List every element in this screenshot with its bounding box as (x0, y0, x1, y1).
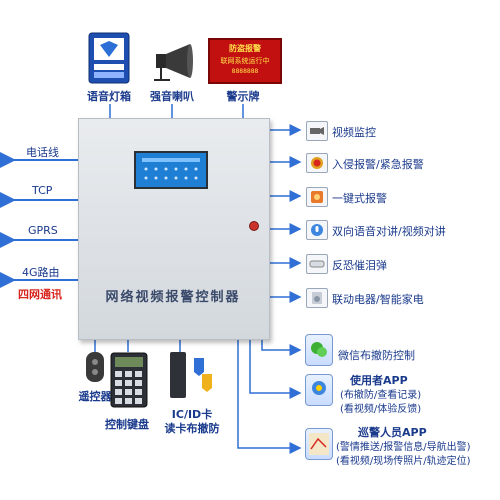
feature-onekey-box (306, 187, 328, 207)
warning-sign-line2: 联网系统运行中 (220, 57, 270, 65)
user-app-box (305, 374, 333, 406)
card-reader-label1: IC/ID卡 (171, 408, 213, 421)
output-4g-router: 4G路由 (22, 266, 60, 279)
output-tcp: TCP (32, 184, 53, 197)
warning-sign-line1: 防盗报警 (229, 44, 261, 53)
loudspeaker-icon (154, 44, 193, 81)
tear-gas-icon (309, 260, 325, 268)
app-user-line3: (看视频/体验反馈) (340, 404, 422, 415)
warning-sign-line3: 8888888 (231, 68, 259, 75)
app-wechat-control: 微信布撤防控制 (338, 349, 415, 362)
one-key-icon (311, 191, 323, 203)
feature-intercom-box (306, 220, 328, 240)
control-keypad (110, 352, 148, 408)
keypad-icon (110, 352, 148, 408)
controller-screen (134, 151, 208, 189)
wechat-app-box (305, 334, 333, 366)
card-reader-label2: 读卡布撤防 (164, 422, 220, 435)
loudspeaker (150, 40, 194, 84)
app-patrol-line2: (警情推送/报警信息/导航出警) (336, 442, 471, 453)
remote-control-icon (86, 352, 104, 382)
remote-control-label: 遥控器 (78, 390, 112, 403)
four-network-label: 四网通讯 (18, 288, 62, 301)
patrol-app-box (305, 428, 333, 460)
loudspeaker-label: 强音喇叭 (150, 90, 194, 103)
feature-two-way-intercom: 双向语音对讲/视频对讲 (332, 225, 446, 238)
feature-linked-appliances: 联动电器/智能家电 (332, 293, 424, 306)
appliance-icon (312, 292, 322, 304)
user-app-icon (312, 381, 326, 395)
feature-teargas-box (306, 254, 328, 274)
app-patrol-title: 巡警人员APP (358, 426, 427, 439)
voice-light-box-label: 语音灯箱 (87, 90, 131, 103)
alarm-button-icon (311, 157, 323, 169)
app-user-title: 使用者APP (350, 374, 408, 387)
screen-indicators (142, 158, 200, 180)
feature-tear-gas: 反恐催泪弹 (332, 259, 387, 272)
feature-video-monitoring: 视频监控 (332, 126, 376, 139)
voice-light-box-icon (88, 32, 130, 84)
card-reader (168, 350, 216, 402)
output-phone-line: 电话线 (26, 146, 59, 159)
app-user-line2: (布撤防/查看记录) (340, 390, 422, 401)
feature-appliance-box (306, 288, 328, 308)
panel-lock (249, 221, 259, 231)
card-reader-icon (170, 352, 212, 398)
control-keypad-label: 控制键盘 (105, 418, 149, 431)
feature-alarm-box (306, 153, 328, 173)
feature-one-key-alarm: 一键式报警 (332, 192, 387, 205)
panel-title: 网络视频报警控制器 (105, 290, 241, 305)
voice-light-box (88, 32, 130, 84)
output-gprs: GPRS (28, 224, 58, 237)
feature-intrusion-alarm: 入侵报警/紧急报警 (332, 158, 424, 171)
remote-control (80, 350, 110, 384)
app-patrol-line3: (看视频/现场传照片/轨迹定位) (336, 456, 471, 467)
warning-sign-label: 警示牌 (226, 90, 260, 103)
camera-icon (310, 127, 324, 135)
intercom-icon (311, 224, 323, 236)
feature-camera-box (306, 121, 328, 141)
patrol-app-icon (309, 433, 329, 455)
wechat-icon (311, 342, 327, 357)
warning-sign: 防盗报警 联网系统运行中 8888888 (208, 38, 282, 84)
